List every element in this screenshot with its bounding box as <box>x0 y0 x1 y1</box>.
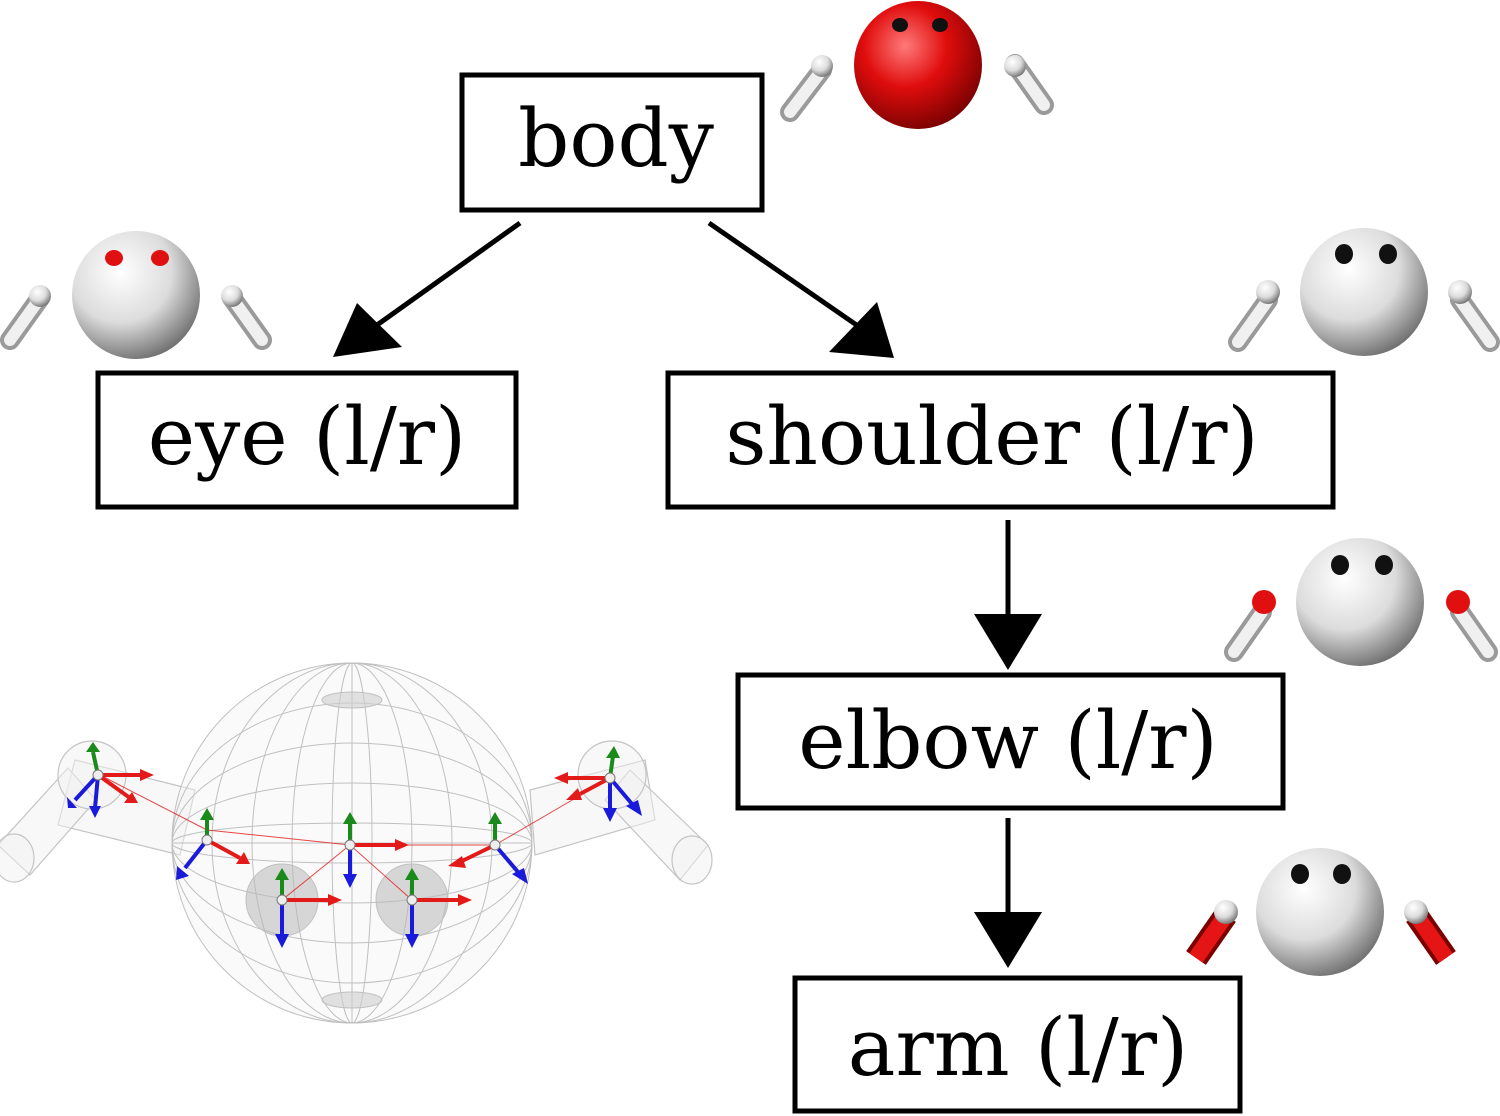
node-body: body <box>459 72 765 213</box>
node-elbow-label: elbow (l/r) <box>798 694 1217 787</box>
node-shoulder-label: shoulder (l/r) <box>725 390 1258 483</box>
node-elbow: elbow (l/r) <box>735 672 1286 811</box>
frame-right-eye <box>405 868 472 948</box>
node-shoulder: shoulder (l/r) <box>665 370 1336 510</box>
robot-thumbnail-arm <box>1186 848 1456 976</box>
frame-left-eye <box>275 868 342 948</box>
robot-thumbnail-shoulder <box>1228 228 1500 356</box>
frame-body <box>343 812 409 888</box>
node-body-label: body <box>518 92 714 185</box>
edge-body-eye <box>333 220 522 357</box>
robot-thumbnail-body <box>780 1 1054 129</box>
wireframe-robot-model <box>0 662 713 1024</box>
frame-left-shoulder <box>176 808 250 880</box>
edge-shoulder-elbow <box>974 520 1042 670</box>
robot-thumbnail-elbow <box>1224 538 1498 666</box>
edge-elbow-arm <box>974 818 1042 968</box>
node-arm-label: arm (l/r) <box>848 1001 1188 1094</box>
robot-thumbnail-eye <box>0 231 272 359</box>
frame-right-shoulder <box>448 812 528 884</box>
node-arm: arm (l/r) <box>792 975 1243 1114</box>
frame-right-elbow <box>554 746 642 822</box>
wireframe-right-arm <box>529 740 713 885</box>
node-eye-label: eye (l/r) <box>148 390 467 483</box>
node-eye: eye (l/r) <box>95 370 519 510</box>
frame-left-elbow <box>67 742 154 818</box>
edge-body-shoulder <box>707 220 894 358</box>
